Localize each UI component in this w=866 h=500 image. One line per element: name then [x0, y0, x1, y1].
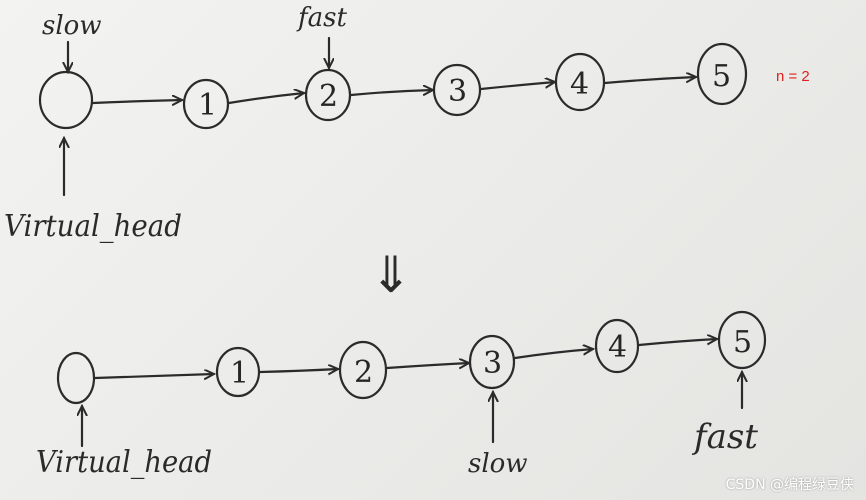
bottom-arrow-3-4 — [513, 349, 593, 360]
bottom-row — [56, 310, 767, 448]
bottom-node-4-label: 4 — [608, 330, 627, 365]
top-arrow-head-1 — [91, 100, 182, 103]
top-node-1-label: 1 — [198, 88, 217, 123]
bottom-slow-label: slow — [468, 449, 528, 479]
bottom-virtual-head-label: Virtual_head — [36, 445, 212, 480]
bottom-arrow-head-1 — [93, 374, 214, 378]
bottom-node-2-label: 2 — [354, 355, 373, 390]
top-arrow-3-4 — [479, 82, 555, 91]
top-arrow-2-3 — [349, 90, 433, 95]
top-row — [38, 36, 748, 197]
bottom-fast-label: fast — [691, 417, 758, 457]
top-virtual-head-node — [38, 70, 94, 130]
top-node-2-label: 2 — [319, 79, 338, 114]
bottom-node-1-label: 1 — [230, 356, 249, 391]
top-slow-label: slow — [42, 11, 102, 41]
bottom-arrow-1-2 — [258, 369, 338, 372]
top-node-3-label: 3 — [448, 74, 467, 109]
bottom-node-3-label: 3 — [483, 346, 502, 381]
bottom-node-5-label: 5 — [733, 325, 752, 360]
bottom-virtual-head-node — [56, 351, 96, 405]
top-node-4-label: 4 — [570, 67, 589, 102]
n-value-note: n = 2 — [776, 68, 810, 85]
watermark-text: CSDN @编程绿豆侠 — [725, 477, 854, 493]
top-node-5-label: 5 — [712, 59, 731, 94]
bottom-arrow-4-5 — [637, 339, 717, 347]
bottom-node-4-circle — [594, 318, 640, 374]
top-arrow-4-5 — [603, 77, 696, 85]
top-fast-label: fast — [296, 3, 347, 33]
bottom-arrow-2-3 — [385, 363, 469, 368]
transition-arrow: ⇓ — [370, 246, 412, 304]
top-virtual-head-label: Virtual_head — [4, 209, 182, 244]
top-arrow-1-2 — [227, 93, 304, 105]
